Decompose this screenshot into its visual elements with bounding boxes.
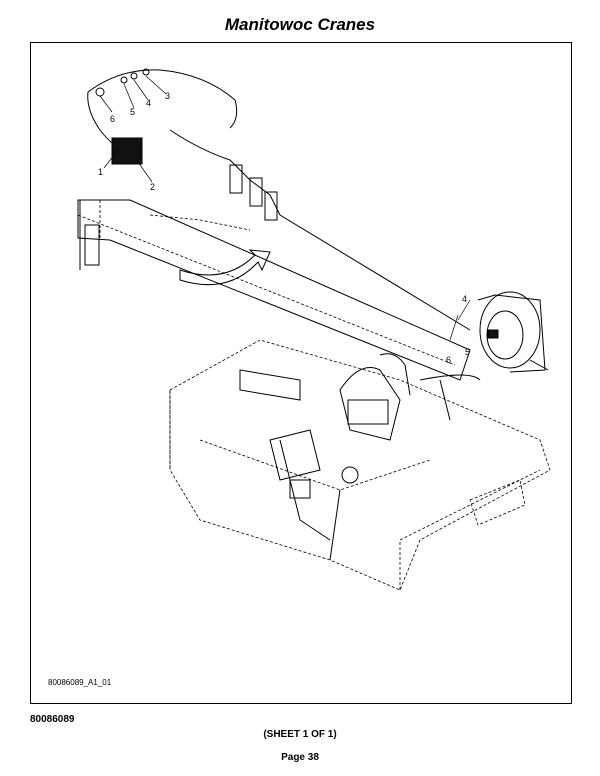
upper-cable-assembly (87, 68, 471, 331)
page-title: Manitowoc Cranes (224, 15, 376, 34)
page-number: Page 38 (281, 752, 319, 763)
turntable-components (239, 353, 526, 526)
callouts-upper: 6 5 4 3 1 2 (98, 91, 170, 192)
drawing-id: 80086089_A1_01 (48, 678, 112, 687)
sheet-indicator: (SHEET 1 OF 1) (263, 729, 337, 740)
callout-label: 4 (146, 98, 151, 108)
direction-arrow (179, 249, 271, 286)
boom (77, 199, 471, 381)
callout-label: 5 (130, 107, 135, 117)
carrier-frame (169, 339, 551, 591)
callout-label: 1 (98, 167, 103, 177)
callouts-right: 4 5 6 (446, 294, 470, 365)
callout-label: 3 (165, 91, 170, 101)
callout-label: 6 (446, 355, 451, 365)
drawing-frame (30, 42, 572, 704)
document-number: 80086089 (30, 714, 75, 725)
callout-label: 2 (150, 182, 155, 192)
cable-reel (449, 291, 549, 373)
callout-label: 4 (462, 294, 467, 304)
callout-label: 6 (110, 114, 115, 124)
callout-label: 5 (465, 347, 470, 357)
